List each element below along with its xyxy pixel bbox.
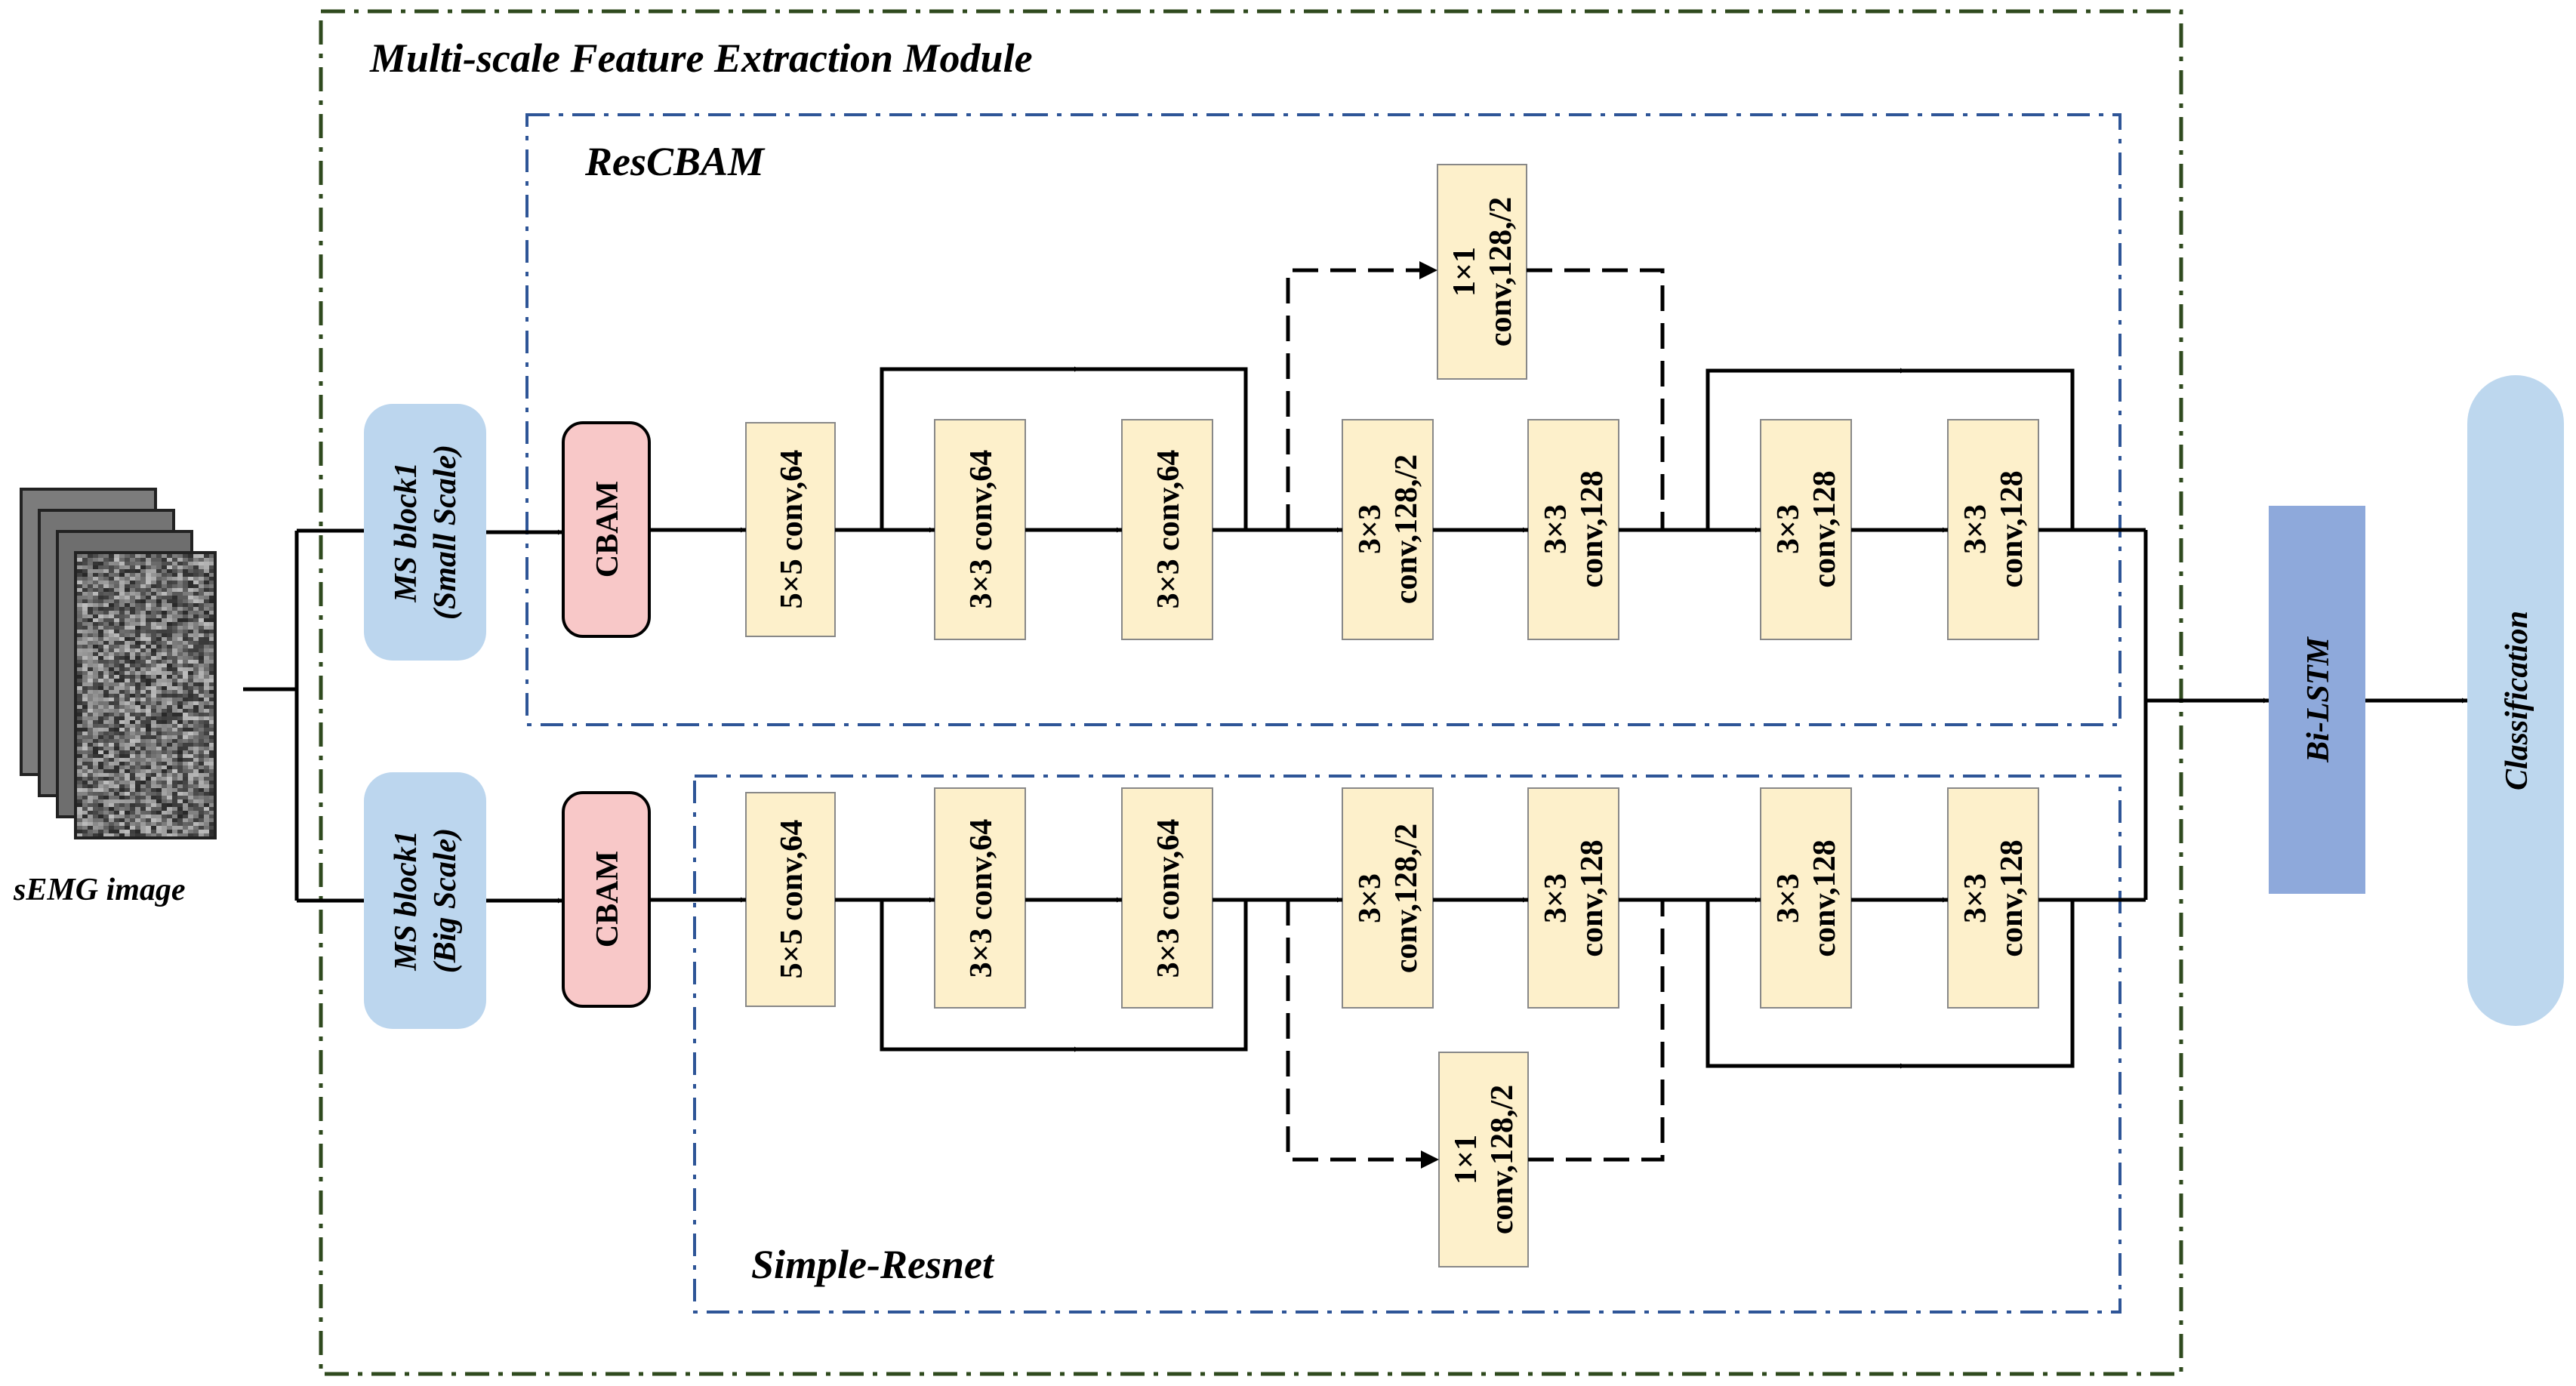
top-conv3x3-128-b-line2: conv,128 xyxy=(1807,470,1842,587)
bilstm-block: Bi-LSTM xyxy=(2269,506,2365,894)
bottom-dashed-arrowheads xyxy=(1421,1150,1439,1169)
bottom-conv3x3-128-c-line2: conv,128 xyxy=(1995,839,2029,956)
bottom-conv3x3-128-stride2-line1: 3×3 xyxy=(1353,873,1388,923)
cbam-bottom-label: CBAM xyxy=(590,851,625,947)
top-conv3x3-64-a: 3×3 conv,64 xyxy=(934,419,1026,640)
semg-image-label: sEMG image xyxy=(13,873,186,907)
bottom-conv3x3-128-a-line1: 3×3 xyxy=(1539,873,1573,923)
multi-scale-module-frame xyxy=(319,9,2183,1376)
top-conv1x1-128-stride2: 1×1 conv,128,/2 xyxy=(1437,164,1527,380)
bottom-conv3x3-64-a-label: 3×3 conv,64 xyxy=(964,819,999,978)
bottom-conv1x1-128-stride2: 1×1 conv,128,/2 xyxy=(1438,1052,1529,1267)
simple-resnet-frame xyxy=(693,775,2122,1314)
module-title: Multi-scale Feature Extraction Module xyxy=(369,35,1033,81)
bottom-conv3x3-128-c: 3×3 conv,128 xyxy=(1947,787,2039,1009)
cbam-block-bottom: CBAM xyxy=(562,791,651,1008)
bottom-conv3x3-64-b-label: 3×3 conv,64 xyxy=(1151,819,1186,978)
top-conv3x3-128-b: 3×3 conv,128 xyxy=(1760,419,1852,640)
top-conv1x1-line2: conv,128,/2 xyxy=(1484,197,1518,346)
top-conv3x3-64-a-label: 3×3 conv,64 xyxy=(964,450,999,609)
top-conv5x5-64-label: 5×5 conv,64 xyxy=(775,450,809,609)
bottom-conv3x3-128-b-line1: 3×3 xyxy=(1771,873,1806,923)
bottom-conv3x3-64-a: 3×3 conv,64 xyxy=(934,787,1026,1009)
bottom-conv1x1-line2: conv,128,/2 xyxy=(1485,1085,1520,1234)
ms-big-line2: (Big Scale) xyxy=(428,828,463,973)
ms-block-big-scale: MS block1 (Big Scale) xyxy=(364,772,486,1029)
bottom-row-connections xyxy=(486,897,2146,1069)
cbam-top-label: CBAM xyxy=(590,481,625,578)
top-conv3x3-128-a: 3×3 conv,128 xyxy=(1527,419,1619,640)
bottom-conv5x5-64-label: 5×5 conv,64 xyxy=(775,820,809,979)
bottom-conv3x3-128-a: 3×3 conv,128 xyxy=(1527,787,1619,1009)
top-conv3x3-128-a-line2: conv,128 xyxy=(1575,470,1610,587)
bilstm-label: Bi-LSTM xyxy=(2301,636,2336,763)
rescbam-label: ResCBAM xyxy=(584,139,766,184)
bottom-conv1x1-line1: 1×1 xyxy=(1449,1135,1484,1184)
bottom-conv3x3-128-a-line2: conv,128 xyxy=(1575,839,1610,956)
top-conv3x3-128-c: 3×3 conv,128 xyxy=(1947,419,2039,640)
bottom-conv3x3-128-b-line2: conv,128 xyxy=(1807,839,1842,956)
input-fork xyxy=(243,528,364,903)
top-conv3x3-128-c-line1: 3×3 xyxy=(1958,504,1993,554)
top-conv3x3-128-b-line1: 3×3 xyxy=(1771,504,1806,554)
semg-image-stack xyxy=(20,488,217,839)
bottom-conv3x3-128-stride2: 3×3 conv,128,/2 xyxy=(1342,787,1434,1009)
bottom-dashed-shortcut xyxy=(1286,900,1665,1162)
simple-resnet-label: Simple-Resnet xyxy=(751,1242,995,1287)
ms-small-line2: (Small Scale) xyxy=(428,445,463,620)
top-row-connections xyxy=(486,366,2146,535)
bottom-conv3x3-128-c-line1: 3×3 xyxy=(1958,873,1993,923)
ms-block-small-scale: MS block1 (Small Scale) xyxy=(364,404,486,661)
bottom-conv3x3-128-stride2-line2: conv,128,/2 xyxy=(1389,824,1424,973)
rescbam-frame xyxy=(525,113,2122,726)
top-dashed-shortcut xyxy=(1286,268,1665,530)
classification-block: Classification xyxy=(2467,375,2564,1026)
cbam-block-top: CBAM xyxy=(562,421,651,638)
classification-label: Classification xyxy=(2500,611,2534,790)
ms-big-line1: MS block1 xyxy=(389,830,424,972)
top-conv3x3-128-c-line2: conv,128 xyxy=(1995,470,2029,587)
top-conv1x1-line1: 1×1 xyxy=(1447,247,1482,297)
top-conv3x3-128-a-line1: 3×3 xyxy=(1539,504,1573,554)
top-conv3x3-128-stride2: 3×3 conv,128,/2 xyxy=(1342,419,1434,640)
top-conv3x3-128-stride2-line1: 3×3 xyxy=(1353,504,1388,554)
top-conv3x3-64-b: 3×3 conv,64 xyxy=(1121,419,1213,640)
top-dashed-arrowheads xyxy=(1419,261,1437,279)
bottom-conv3x3-64-b: 3×3 conv,64 xyxy=(1121,787,1213,1009)
merge-connector xyxy=(2143,530,2467,900)
top-conv5x5-64: 5×5 conv,64 xyxy=(745,422,836,637)
top-conv3x3-128-stride2-line2: conv,128,/2 xyxy=(1389,454,1424,604)
top-conv3x3-64-b-label: 3×3 conv,64 xyxy=(1151,450,1186,609)
bottom-conv3x3-128-b: 3×3 conv,128 xyxy=(1760,787,1852,1009)
ms-small-line1: MS block1 xyxy=(389,462,424,603)
bottom-conv5x5-64: 5×5 conv,64 xyxy=(745,792,836,1007)
